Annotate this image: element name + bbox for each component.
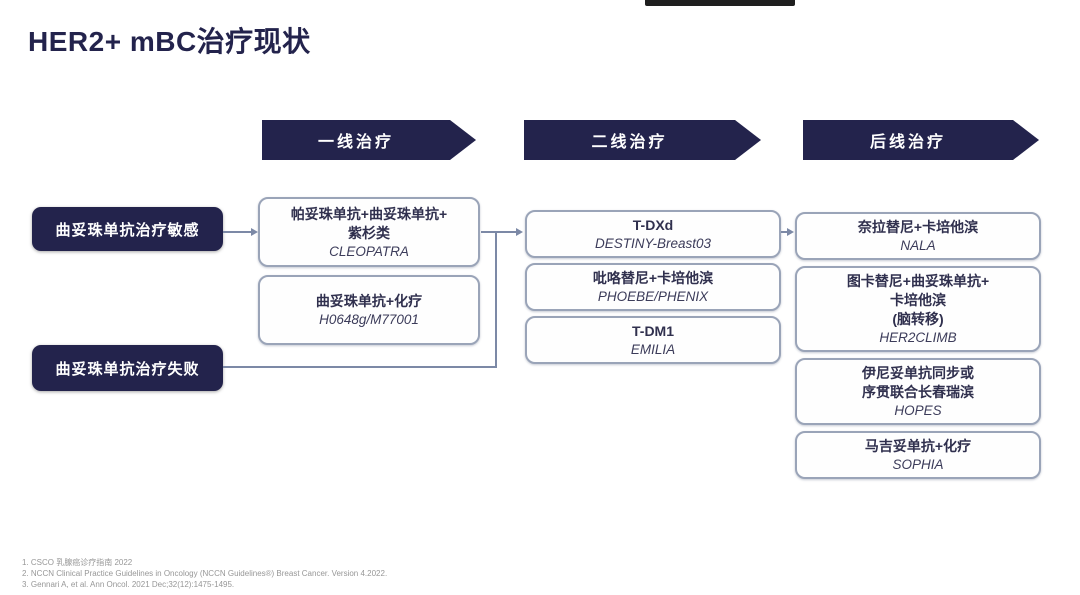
page-title: HER2+ mBC治疗现状 xyxy=(28,26,311,57)
stage-banner-1: 一线治疗 xyxy=(262,120,476,160)
therapy-name-line: 紫杉类 xyxy=(348,224,390,241)
therapy-box: 马吉妥单抗+化疗 SOPHIA xyxy=(795,431,1041,479)
connector-laterline-in xyxy=(781,231,789,233)
stage-banner-label: 一线治疗 xyxy=(317,134,394,151)
footnote-list: 1. CSCO 乳腺癌诊疗指南 2022 2. NCCN Clinical Pra… xyxy=(22,557,387,590)
therapy-name-line: 卡培他滨 xyxy=(890,292,946,308)
connector-secondline-in xyxy=(497,231,517,233)
therapy-box: 伊尼妥单抗同步或序贯联合长春瑞滨 HOPES xyxy=(795,358,1041,425)
trial-name: HOPES xyxy=(894,403,942,418)
therapy-name-line: 图卡替尼+曲妥珠单抗+ xyxy=(846,273,990,289)
arrowhead-icon xyxy=(787,228,794,236)
trial-name: SOPHIA xyxy=(892,457,944,472)
therapy-name-line: 曲妥珠单抗+化疗 xyxy=(315,293,423,309)
therapy-box: 图卡替尼+曲妥珠单抗+ 卡培他滨 (脑转移) HER2CLIMB xyxy=(795,266,1041,352)
stage-banner-label: 后线治疗 xyxy=(869,134,946,151)
trial-name: PHOEBE/PHENIX xyxy=(597,289,709,304)
therapy-name-line: 奈拉替尼+卡培他滨 xyxy=(857,219,979,235)
therapy-column-1: 帕妥珠单抗+曲妥珠单抗+ 紫杉类 CLEOPATRA 曲妥珠单抗+化疗 H0648g/M… xyxy=(258,197,480,353)
therapy-name-line: T-DXd xyxy=(632,217,674,233)
therapy-name-line: (脑转移) xyxy=(892,311,944,327)
trial-name: EMILIA xyxy=(630,342,676,357)
trial-name: HER2CLIMB xyxy=(879,330,957,345)
therapy-name-line: T-DM1 xyxy=(632,323,674,339)
therapy-name-line: 序贯联合长春瑞滨 xyxy=(862,384,974,400)
therapy-name-line: 伊尼妥单抗同步或 xyxy=(862,365,974,381)
connector-merge-vertical xyxy=(495,231,497,368)
stage-banner-3: 后线治疗 xyxy=(803,120,1039,160)
patient-group-box-2: 曲妥珠单抗治疗失败 xyxy=(32,345,223,391)
trial-name: NALA xyxy=(900,238,936,253)
arrowhead-icon xyxy=(516,228,523,236)
therapy-column-3: 奈拉替尼+卡培他滨 NALA 图卡替尼+曲妥珠单抗+ 卡培他滨 (脑转移) HER2CLI… xyxy=(795,212,1041,485)
video-progress-artifact xyxy=(645,0,795,6)
trial-name: DESTINY-Breast03 xyxy=(594,236,712,251)
therapy-box: 曲妥珠单抗+化疗 H0648g/M77001 xyxy=(258,275,480,345)
connector-failure-to-secondline xyxy=(223,366,497,368)
therapy-box: 奈拉替尼+卡培他滨 NALA xyxy=(795,212,1041,260)
footnote-item-1: 1. CSCO 乳腺癌诊疗指南 2022 xyxy=(22,558,133,567)
therapy-box: 帕妥珠单抗+曲妥珠单抗+ 紫杉类 CLEOPATRA xyxy=(258,197,480,267)
patient-group-box-1: 曲妥珠单抗治疗敏感 xyxy=(32,207,223,251)
arrowhead-icon xyxy=(251,228,258,236)
connector-firstline-out xyxy=(481,231,497,233)
trial-name: CLEOPATRA xyxy=(329,243,409,259)
stage-banner-2: 二线治疗 xyxy=(524,120,761,160)
therapy-box: 吡咯替尼+卡培他滨 PHOEBE/PHENIX xyxy=(525,263,781,311)
stage-banner-label: 二线治疗 xyxy=(591,134,668,151)
therapy-name-line: 帕妥珠单抗+曲妥珠单抗+ xyxy=(290,205,448,222)
trial-name: H0648g/M77001 xyxy=(319,312,419,327)
footnote-item-3: 3. Gennari A, et al. Ann Oncol. 2021 Dec… xyxy=(22,580,235,589)
connector-sensitive-to-firstline xyxy=(223,231,252,233)
therapy-name-line: 吡咯替尼+卡培他滨 xyxy=(592,270,714,286)
footnote-item-2: 2. NCCN Clinical Practice Guidelines in … xyxy=(22,569,388,578)
therapy-name-line: 马吉妥单抗+化疗 xyxy=(864,438,972,454)
